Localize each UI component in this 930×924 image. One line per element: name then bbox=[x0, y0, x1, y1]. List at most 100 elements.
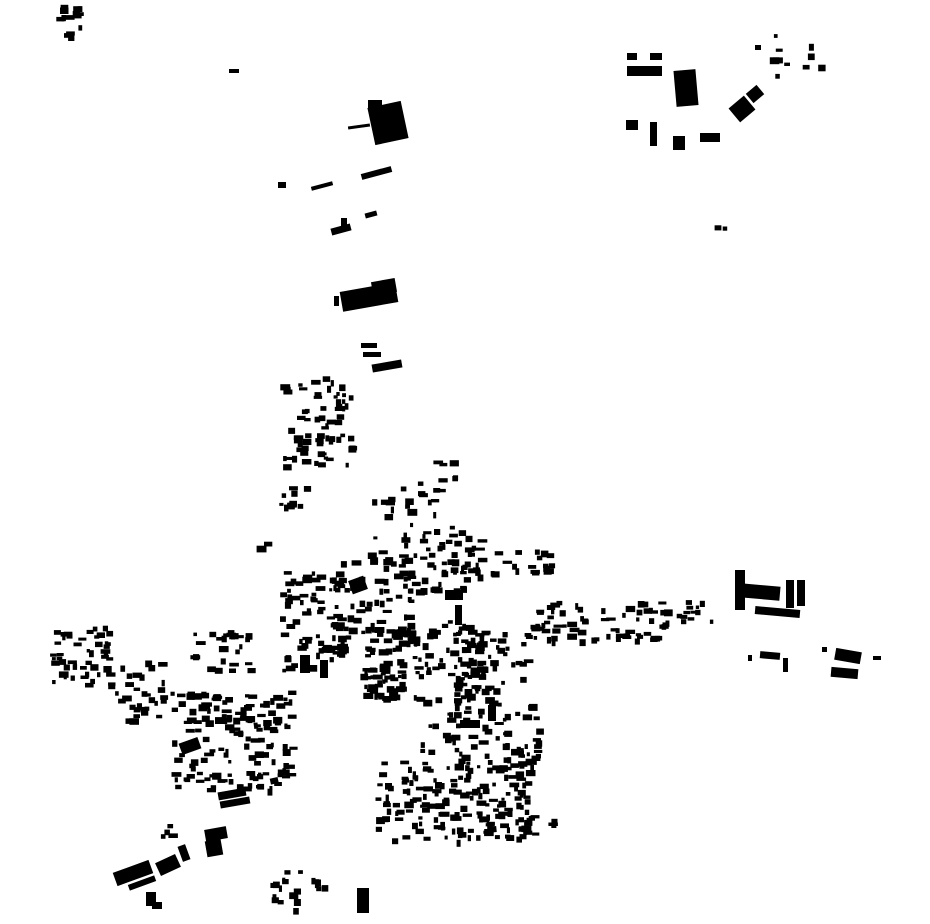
building bbox=[141, 709, 149, 716]
building bbox=[293, 435, 304, 440]
building bbox=[453, 588, 461, 594]
building bbox=[406, 788, 411, 796]
building bbox=[433, 460, 444, 465]
building bbox=[285, 598, 293, 605]
building bbox=[145, 660, 153, 668]
building bbox=[381, 817, 389, 823]
building bbox=[427, 499, 432, 506]
building bbox=[690, 610, 698, 614]
building bbox=[458, 758, 466, 765]
building bbox=[190, 655, 201, 660]
building bbox=[439, 658, 444, 663]
building bbox=[132, 672, 143, 678]
building bbox=[470, 744, 478, 750]
building bbox=[643, 601, 649, 608]
building bbox=[348, 395, 354, 401]
building bbox=[519, 762, 525, 769]
building bbox=[490, 660, 499, 667]
building bbox=[66, 633, 73, 639]
building bbox=[269, 776, 279, 785]
building bbox=[204, 838, 224, 858]
building bbox=[63, 664, 70, 671]
building bbox=[376, 619, 387, 624]
building bbox=[385, 794, 389, 802]
building bbox=[661, 624, 667, 630]
building bbox=[247, 668, 256, 674]
building bbox=[350, 603, 355, 610]
building bbox=[207, 666, 216, 673]
building bbox=[636, 617, 640, 622]
building bbox=[146, 892, 156, 906]
building bbox=[536, 626, 545, 631]
building bbox=[370, 638, 380, 643]
building bbox=[465, 706, 472, 710]
building bbox=[50, 653, 57, 657]
building bbox=[244, 705, 252, 711]
building bbox=[359, 600, 366, 607]
building bbox=[700, 133, 720, 142]
building bbox=[464, 561, 471, 568]
building bbox=[408, 570, 416, 577]
building bbox=[516, 777, 527, 781]
building bbox=[418, 816, 423, 820]
building bbox=[329, 436, 336, 440]
building bbox=[460, 661, 469, 667]
building bbox=[263, 700, 270, 708]
building bbox=[484, 831, 494, 837]
building bbox=[485, 803, 490, 807]
building bbox=[229, 668, 236, 673]
building bbox=[467, 695, 471, 703]
building bbox=[206, 788, 216, 793]
building bbox=[577, 629, 587, 636]
building bbox=[464, 777, 471, 783]
building bbox=[451, 552, 458, 558]
building bbox=[256, 727, 263, 732]
building bbox=[514, 786, 518, 792]
building bbox=[365, 626, 372, 634]
building bbox=[331, 577, 337, 584]
building bbox=[217, 779, 226, 783]
building bbox=[453, 789, 462, 795]
building bbox=[458, 530, 467, 536]
building bbox=[195, 779, 205, 783]
building bbox=[407, 597, 412, 603]
building bbox=[399, 570, 409, 574]
building bbox=[183, 720, 192, 724]
building bbox=[476, 811, 483, 815]
building bbox=[348, 435, 355, 442]
building bbox=[276, 703, 286, 709]
building bbox=[475, 562, 479, 568]
building bbox=[301, 445, 309, 451]
building bbox=[759, 651, 781, 660]
building bbox=[196, 771, 203, 776]
building bbox=[481, 672, 486, 677]
building bbox=[419, 821, 423, 827]
building bbox=[325, 423, 329, 429]
building bbox=[222, 700, 228, 705]
building bbox=[148, 697, 156, 704]
building bbox=[190, 759, 199, 766]
building bbox=[125, 718, 130, 724]
building bbox=[376, 817, 385, 825]
building bbox=[204, 777, 211, 782]
building bbox=[509, 782, 520, 788]
building bbox=[290, 595, 301, 601]
building bbox=[606, 617, 616, 621]
building bbox=[435, 697, 443, 704]
building bbox=[579, 639, 586, 647]
building bbox=[303, 486, 312, 492]
building bbox=[551, 823, 557, 828]
building bbox=[567, 621, 578, 628]
building bbox=[483, 830, 489, 834]
building bbox=[511, 748, 520, 756]
building bbox=[340, 433, 346, 438]
building bbox=[453, 571, 457, 575]
building bbox=[356, 609, 366, 614]
building bbox=[383, 802, 391, 808]
building bbox=[360, 166, 393, 180]
building bbox=[282, 775, 291, 779]
building bbox=[453, 475, 459, 481]
building bbox=[280, 632, 290, 638]
building bbox=[295, 581, 304, 586]
building bbox=[245, 662, 253, 666]
